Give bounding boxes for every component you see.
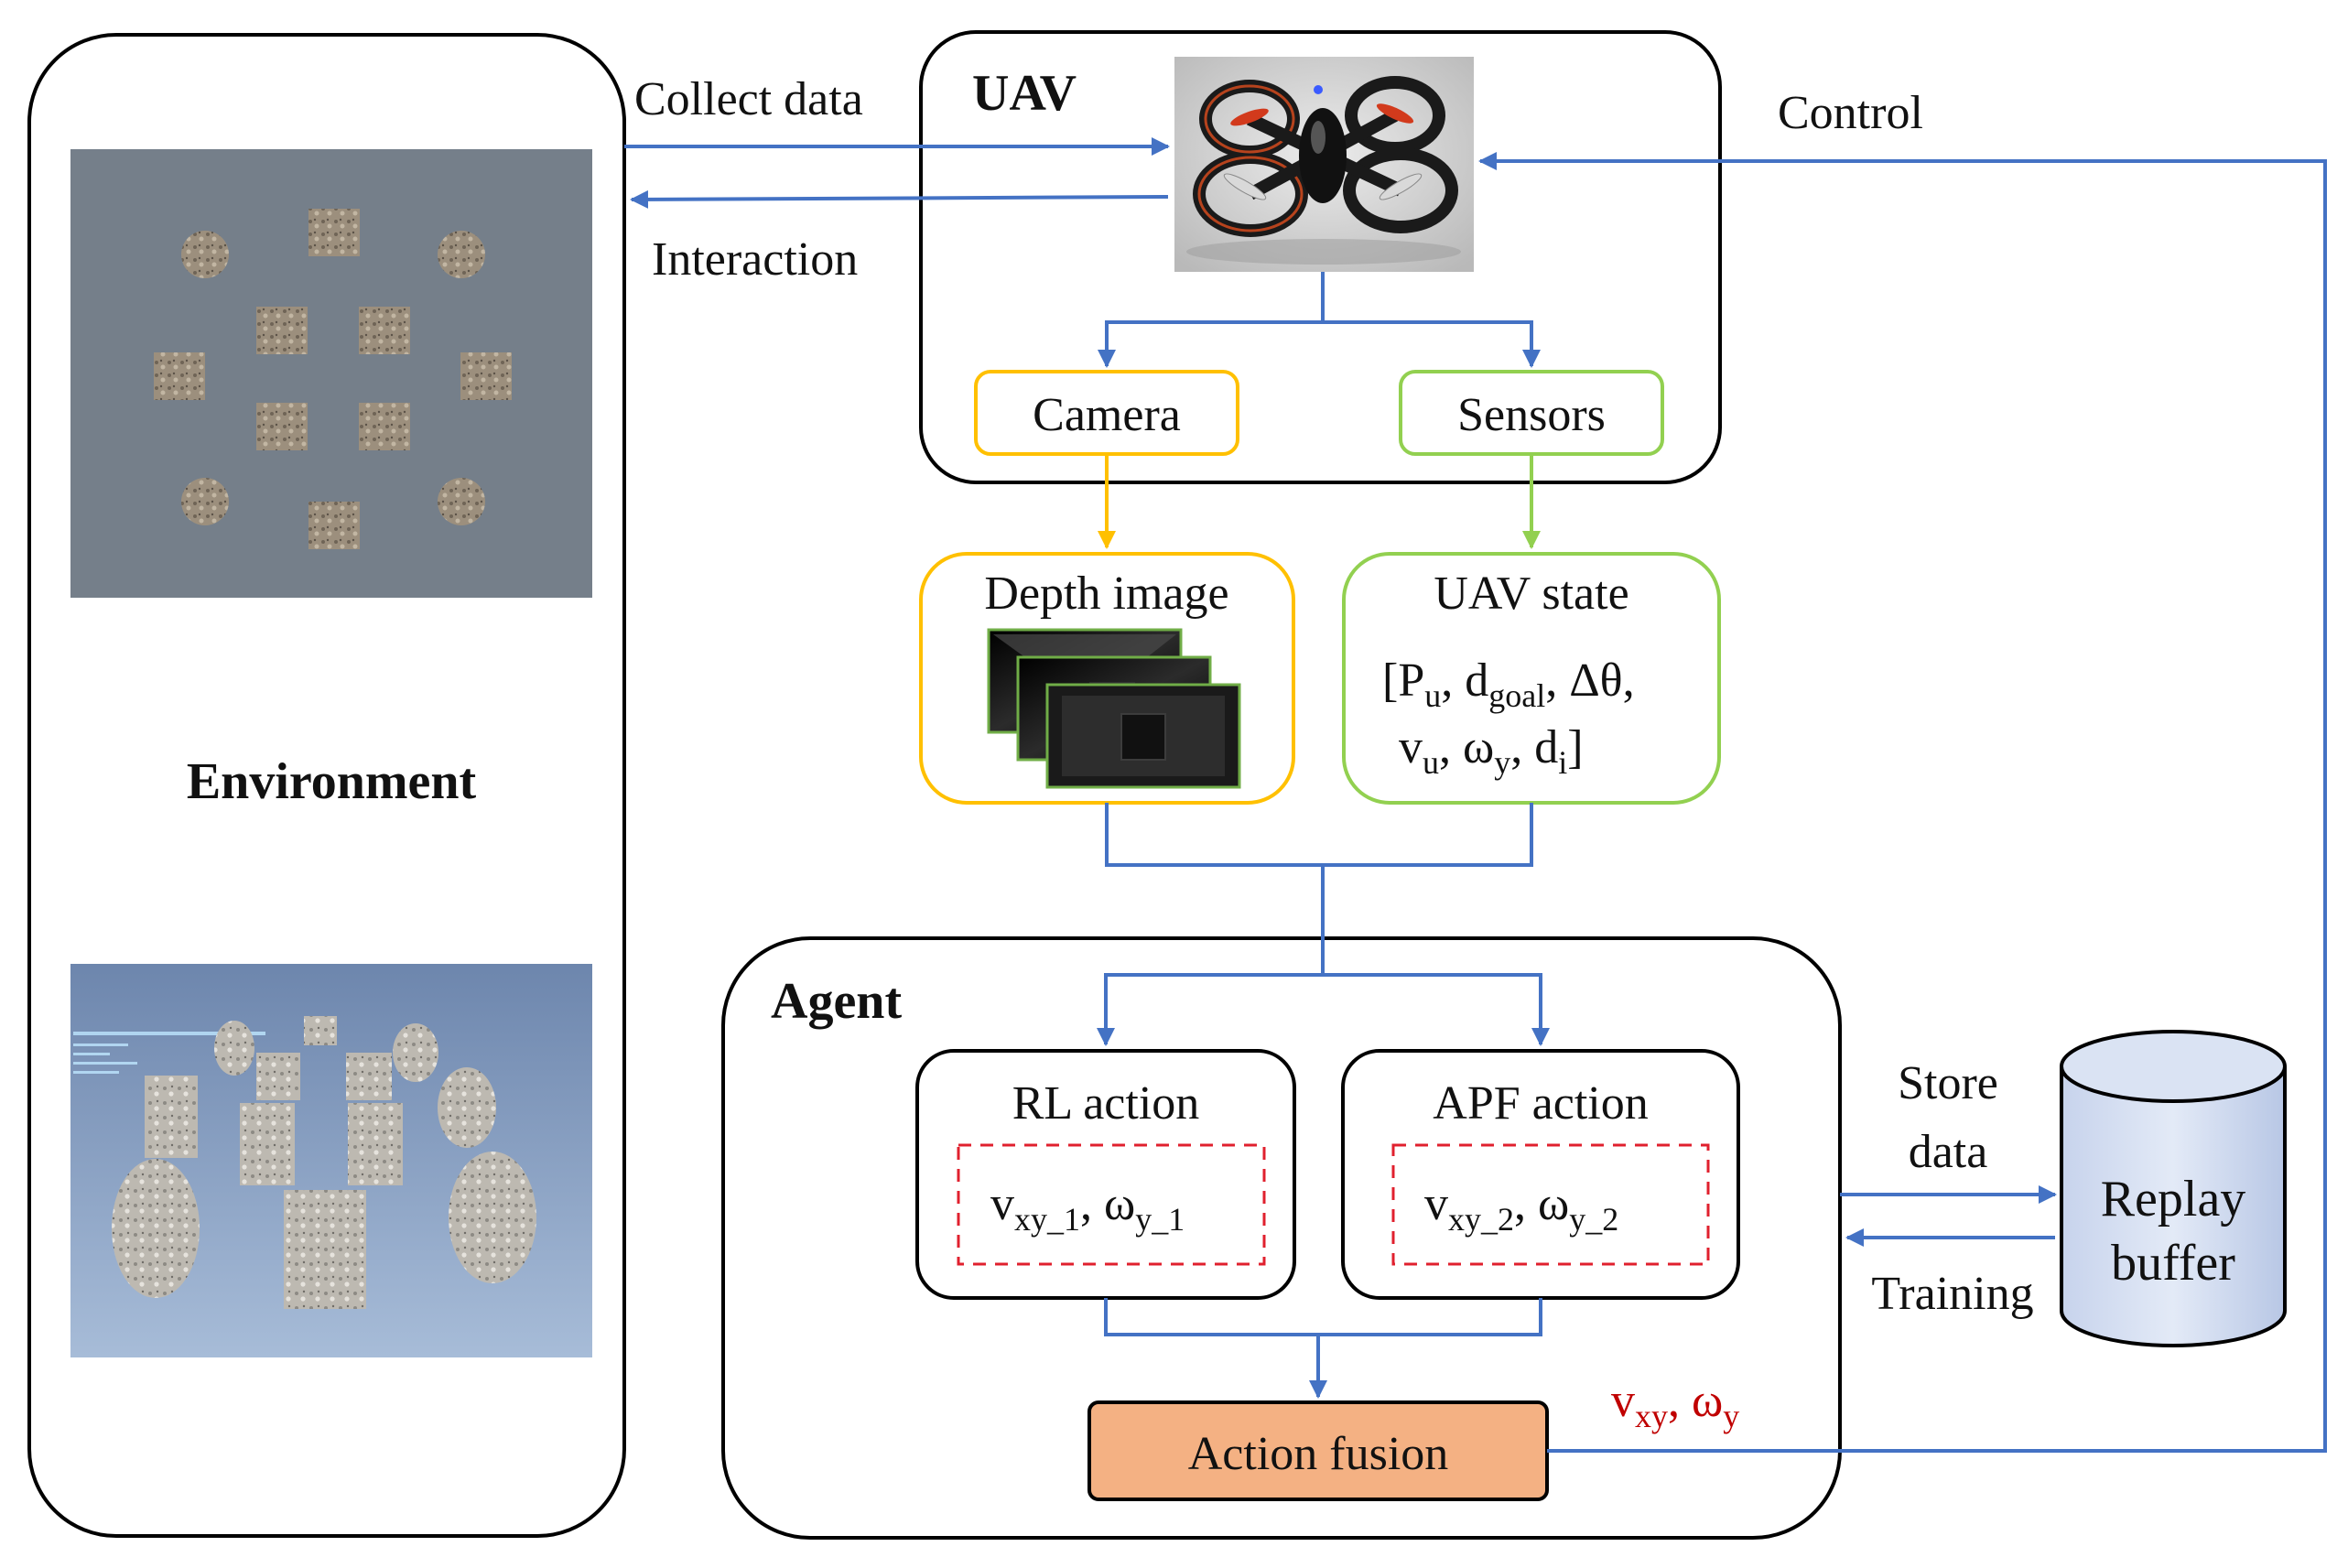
agent-label: Agent <box>771 973 902 1030</box>
apf-action-label: APF action <box>1433 1077 1648 1130</box>
action-fusion-box: Action fusion <box>1087 1400 1549 1501</box>
interaction-label: Interaction <box>652 233 858 286</box>
apf-action-box: APF action vxy_2, ωy_2 <box>1341 1049 1740 1300</box>
box-obstacle <box>460 352 512 400</box>
cylinder-obstacle <box>438 231 485 278</box>
rl-action-values: vxy_1, ωy_1 <box>990 1178 1185 1238</box>
uav-state-label: UAV state <box>1434 568 1628 620</box>
box-obstacle <box>154 352 205 400</box>
box-obstacle <box>308 209 360 256</box>
merge-to-apf-arrow <box>1323 973 1550 1046</box>
replay-buffer-line1: Replay <box>2101 1171 2246 1227</box>
interaction-arrow <box>630 189 1169 209</box>
uav-state-vector-line2: vu, ωy, di] <box>1399 721 1584 781</box>
rl-action-dashed-box <box>957 1143 1266 1266</box>
environment-3d-view-image <box>70 964 592 1357</box>
box-obstacle <box>256 403 308 450</box>
merge-to-rl-arrow <box>1097 973 1323 1046</box>
depth-image-label: Depth image <box>984 568 1228 620</box>
store-data-label-2: data <box>1909 1126 1988 1178</box>
control-arrow <box>1478 152 2327 1453</box>
depth-image-box: Depth image <box>919 552 1295 805</box>
drone-to-sensors-arrow <box>1323 320 1541 368</box>
replay-buffer-line2: buffer <box>2111 1235 2235 1292</box>
connectors <box>624 137 2327 1453</box>
cylinder-obstacle <box>181 231 229 278</box>
box-obstacle <box>359 403 410 450</box>
drone-to-camera-arrow <box>1098 272 1325 368</box>
rl-action-box: RL action vxy_1, ωy_1 <box>915 1049 1296 1300</box>
uav-label: UAV <box>972 65 1077 122</box>
output-action-label: vxy, ωy <box>1611 1375 1739 1434</box>
drone-image <box>1174 57 1474 272</box>
environment-panel: Environment <box>27 33 626 1538</box>
action-fusion-label: Action fusion <box>1188 1428 1449 1480</box>
control-label: Control <box>1778 87 1923 139</box>
cylinder-obstacle <box>438 478 485 525</box>
depth-state-merge <box>1105 803 1533 975</box>
box-obstacle <box>308 502 360 549</box>
environment-top-view-image <box>70 149 592 598</box>
rl-action-label: RL action <box>1012 1077 1200 1130</box>
apf-action-dashed-box <box>1391 1143 1710 1266</box>
box-obstacle <box>359 307 410 354</box>
environment-label: Environment <box>187 753 477 810</box>
obstacle-group-top <box>154 209 512 549</box>
hud-overlay <box>73 1032 265 1074</box>
box-obstacle <box>256 307 308 354</box>
depth-image-stack <box>987 628 1241 789</box>
sensors-label: Sensors <box>1457 389 1606 441</box>
apf-action-values: vxy_2, ωy_2 <box>1424 1178 1618 1238</box>
actions-merge <box>1104 1298 1542 1336</box>
cylinder-obstacle <box>181 478 229 525</box>
collect-data-label: Collect data <box>634 73 863 125</box>
training-label: Training <box>1871 1268 2033 1320</box>
uav-state-vector-line1: [Pu, dgoal, Δθ, <box>1382 654 1635 714</box>
store-data-label-1: Store <box>1898 1057 1998 1109</box>
agent-panel: Agent RL action vxy_1, ωy_1 APF action v… <box>721 936 1842 1540</box>
uav-panel: UAV <box>919 30 1722 484</box>
camera-label: Camera <box>1033 389 1181 441</box>
cylinder-database-icon: Replay buffer <box>2060 1030 2287 1347</box>
uav-state-box: UAV state [Pu, dgoal, Δθ, vu, ωy, di] <box>1342 552 1721 805</box>
